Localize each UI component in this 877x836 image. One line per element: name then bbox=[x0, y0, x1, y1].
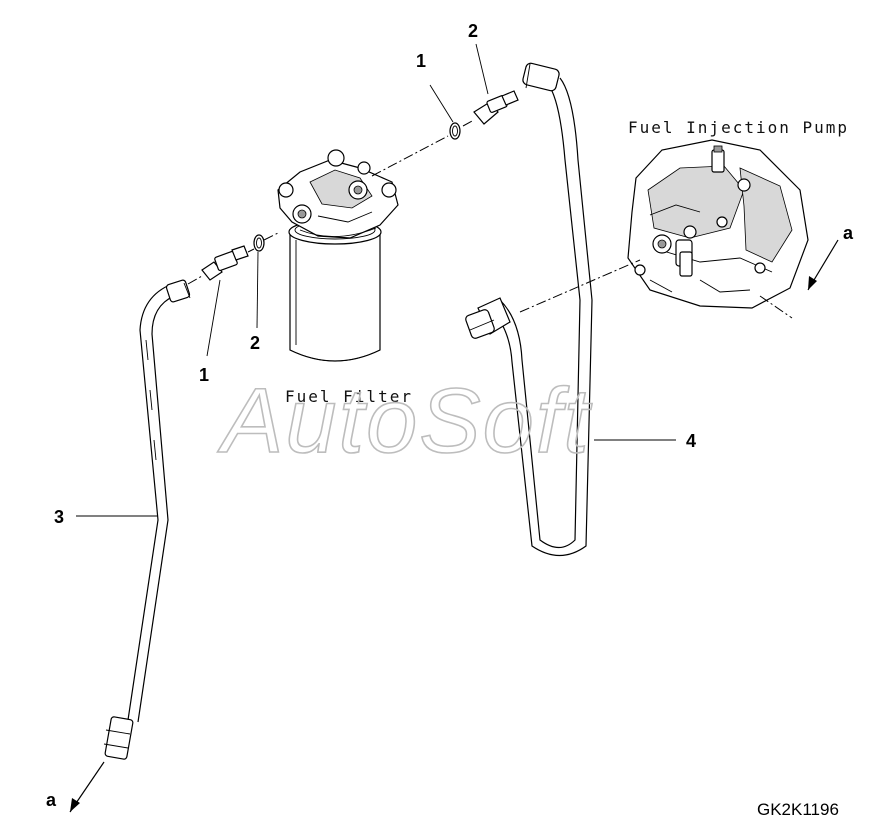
fuel-filter-label: Fuel Filter bbox=[285, 387, 413, 406]
callout-a-right: a bbox=[843, 223, 854, 243]
figure-code: GK2K1196 bbox=[757, 800, 839, 819]
callout-3: 3 bbox=[54, 507, 64, 527]
fuel-hose-3 bbox=[103, 279, 191, 760]
callout-a-bottom: a bbox=[46, 790, 57, 810]
fuel-filter bbox=[277, 149, 399, 362]
connector-top bbox=[473, 90, 519, 125]
watermark: AutoSoft bbox=[217, 370, 592, 472]
o-ring-left bbox=[253, 234, 265, 252]
o-ring-top bbox=[449, 122, 461, 140]
callout-1-left: 1 bbox=[199, 365, 209, 385]
callout-4: 4 bbox=[686, 431, 696, 451]
connector-left bbox=[201, 245, 249, 281]
fuel-hose-4 bbox=[465, 62, 593, 557]
fuel-injection-pump-label: Fuel Injection Pump bbox=[628, 118, 849, 137]
fuel-injection-pump bbox=[627, 139, 809, 309]
callout-1-top: 1 bbox=[416, 51, 426, 71]
callout-2-left: 2 bbox=[250, 333, 260, 353]
callout-2-top: 2 bbox=[468, 21, 478, 41]
